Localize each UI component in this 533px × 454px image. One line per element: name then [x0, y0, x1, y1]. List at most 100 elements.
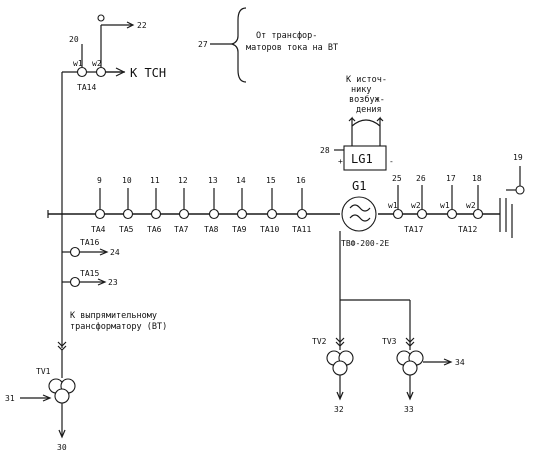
ta11-ct-icon — [296, 208, 308, 220]
ta7-label: TA7 — [174, 225, 189, 234]
ta14-label: TA14 — [77, 83, 96, 92]
ta9-ct-icon — [236, 208, 248, 220]
ta15-arrow-icon — [97, 278, 107, 286]
tv3-fuse-icon — [405, 337, 415, 347]
tv2-transformer-icon — [326, 350, 354, 376]
ct-note-brace-icon — [230, 7, 247, 83]
generator-name: G1 — [352, 179, 366, 193]
ta15-label: TA15 — [80, 269, 99, 278]
tv3-33-number: 33 — [404, 405, 414, 414]
ta14-w2-label: w2 — [92, 59, 102, 68]
bus-ct-row: 9 TA4 10 TA5 11 TA6 12 TA7 13 TA8 — [91, 176, 311, 234]
tv1-31-arrow-icon — [42, 394, 52, 402]
ta15-ct-icon — [69, 276, 81, 288]
ta7-number: 12 — [178, 176, 188, 185]
ta11-label: TA11 — [292, 225, 311, 234]
ct-ta5: 10 TA5 — [119, 176, 134, 234]
exciter-arrows-icon — [348, 116, 384, 126]
ta17-w1-label: w1 — [388, 201, 398, 210]
tv1-30-number: 30 — [57, 443, 67, 452]
ct-22-arrow-icon — [126, 21, 135, 29]
right-ct-group: 25 26 17 18 w1 w2 w1 w2 TA17 TA12 — [388, 174, 484, 234]
ta5-ct-icon — [122, 208, 134, 220]
ta11-number: 16 — [296, 176, 306, 185]
ta6-number: 11 — [150, 176, 160, 185]
ct-19-ct-icon — [515, 185, 525, 195]
ta14-w1-ct-icon — [76, 66, 88, 78]
ta17-w1-ct-icon — [392, 208, 404, 220]
ct-23-number: 23 — [108, 278, 118, 287]
ct-25-number: 25 — [392, 174, 402, 183]
ta16-ct-icon — [69, 246, 81, 258]
tv1-transformer-icon — [48, 378, 76, 404]
tv3-33-arrow-icon — [406, 391, 414, 401]
exciter-minus-sign: - — [389, 157, 394, 166]
tv1-30-arrow-icon — [58, 429, 66, 439]
ta12-w1-label: w1 — [440, 201, 450, 210]
ct-22-number: 22 — [137, 21, 147, 30]
ta12-label: TA12 — [458, 225, 477, 234]
tv3-transformer-icon — [396, 350, 424, 376]
ta17-label: TA17 — [404, 225, 423, 234]
ct-note-line2: маторов тока на ВТ — [246, 43, 338, 53]
ct-20-number: 20 — [69, 35, 79, 44]
ta16-label: TA16 — [80, 238, 99, 247]
exciter-note-line2: нику — [351, 85, 371, 95]
tv1-31-number: 31 — [5, 394, 15, 403]
tv3-34-arrow-icon — [443, 358, 453, 366]
ta10-label: TA10 — [260, 225, 279, 234]
ta4-ct-icon — [94, 208, 106, 220]
tv3-label: TV3 — [382, 337, 397, 346]
ct-ta8: 13 TA8 — [204, 176, 220, 234]
ta8-label: TA8 — [204, 225, 219, 234]
rectifier-note-line1: К выпрямительному — [70, 311, 157, 321]
exciter-note-line3: возбуж- — [349, 94, 385, 105]
ct-22-terminal-icon — [97, 14, 105, 22]
tv3-coil-c — [402, 360, 418, 376]
ct-ta4: 9 TA4 — [91, 176, 106, 234]
ta14-w2-ct-icon — [95, 66, 107, 78]
lg1-winding-icon — [343, 145, 387, 171]
ta14-w1-label: w1 — [73, 59, 83, 68]
ta8-number: 13 — [208, 176, 218, 185]
tv1-coil-c — [54, 388, 70, 404]
ta8-ct-icon — [208, 208, 220, 220]
ta6-label: TA6 — [147, 225, 162, 234]
ta4-label: TA4 — [91, 225, 106, 234]
ct-ta6: 11 TA6 — [147, 176, 162, 234]
tv2-32-arrow-icon — [336, 391, 344, 401]
ta17-w2-label: w2 — [411, 201, 421, 210]
generator-g1-icon — [341, 196, 377, 232]
exciter-plus-sign: + — [338, 157, 343, 166]
generator-winding-icon — [349, 204, 371, 222]
ta12-w2-ct-icon — [472, 208, 484, 220]
ct-ta10: 15 TA10 — [260, 176, 279, 234]
ta10-number: 15 — [266, 176, 276, 185]
generator-model: ТВФ-200-2Е — [341, 239, 389, 248]
tv2-coil-c — [332, 360, 348, 376]
exciter-bracket-icon — [351, 119, 381, 127]
ct-26-number: 26 — [416, 174, 426, 183]
ct-19-number: 19 — [513, 153, 523, 162]
ct-ta7: 12 TA7 — [174, 176, 190, 234]
ta9-label: TA9 — [232, 225, 247, 234]
exciter-note-line4: дения — [356, 105, 382, 115]
rectifier-note-line2: трансформатору (ВТ) — [70, 322, 167, 332]
tv2-fuse-icon — [335, 337, 345, 347]
ta5-label: TA5 — [119, 225, 134, 234]
k-tsn-label: К ТСН — [130, 66, 166, 80]
ta16-arrow-icon — [99, 248, 109, 256]
tv3-34-number: 34 — [455, 358, 465, 367]
ct-18-number: 18 — [472, 174, 482, 183]
ta7-ct-icon — [178, 208, 190, 220]
tv1-label: TV1 — [36, 367, 51, 376]
ct-24-number: 24 — [110, 248, 120, 257]
tv2-label: TV2 — [312, 337, 327, 346]
ct-note-line1: От трансфор- — [256, 31, 317, 41]
ct-ta9: 14 TA9 — [232, 176, 248, 234]
exciter-note-line1: К источ- — [346, 75, 387, 85]
tv2-32-number: 32 — [334, 405, 344, 414]
ct-27-number: 27 — [198, 40, 208, 49]
ct-ta11: 16 TA11 — [292, 176, 311, 234]
